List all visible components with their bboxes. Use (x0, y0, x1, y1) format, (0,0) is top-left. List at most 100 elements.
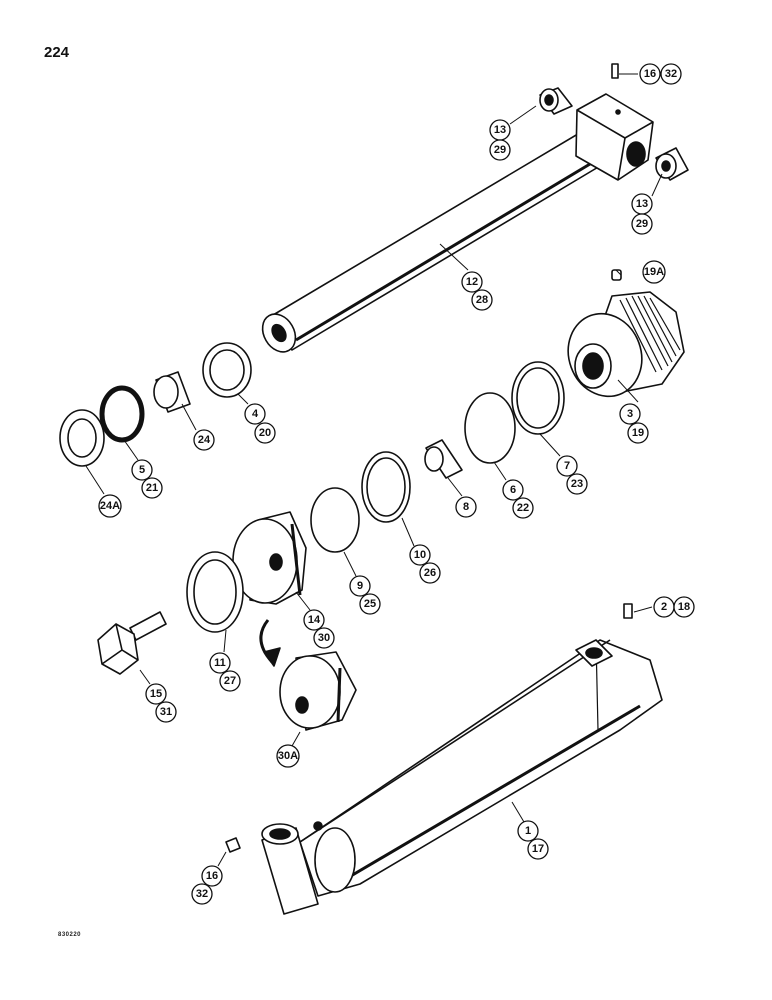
callout-circle (349, 575, 371, 597)
seal-5 (99, 385, 145, 443)
callout-label: 2 (661, 601, 667, 613)
callout-label: 19A (644, 266, 664, 278)
callout-label: 26 (424, 567, 436, 579)
callout-19a: 19A (642, 260, 666, 284)
callout-circle (313, 627, 335, 649)
callout-circle (631, 213, 653, 235)
callout-24a: 24A (98, 494, 122, 518)
washer-24a (59, 409, 105, 467)
callout-label: 31 (160, 706, 172, 718)
callout-circle (303, 609, 325, 631)
callout-circle (145, 683, 167, 705)
callout-12-28: 12 28 (461, 271, 493, 311)
callout-circle (619, 403, 641, 425)
callout-label: 30A (278, 750, 298, 762)
callout-label: 7 (564, 460, 570, 472)
figure-code: 830220 (58, 932, 82, 938)
callout-3-19: 3 19 (619, 403, 649, 444)
callout-label: 4 (252, 408, 259, 420)
callout-circle (419, 562, 441, 584)
callout-label: 16 (206, 870, 218, 882)
cylinder-head (567, 269, 685, 398)
piston-alternate (279, 651, 357, 731)
callout-label: 29 (636, 218, 648, 230)
backup-ring-7 (511, 361, 565, 435)
callout-label: 24 (198, 434, 211, 446)
callout-label: 28 (476, 294, 488, 306)
callout-circle (359, 593, 381, 615)
callout-30a: 30A (276, 744, 300, 768)
callout-2-18: 2 18 (653, 596, 695, 618)
callout-label: 9 (357, 580, 363, 592)
callout-4-20: 420 (244, 403, 276, 444)
callout-9-25: 925 (349, 575, 381, 615)
callout-circle (254, 422, 276, 444)
callout-circle (219, 670, 241, 692)
callout-circle (527, 838, 549, 860)
callout-circle (455, 496, 477, 518)
callout-circle (566, 473, 588, 495)
callout-label: 8 (463, 501, 469, 513)
callout-label: 15 (150, 688, 162, 700)
callout-24: 24 (193, 429, 215, 451)
callout-label: 29 (494, 144, 506, 156)
piston-bolt (97, 611, 167, 675)
callout-circle (512, 497, 534, 519)
callout-circle (660, 63, 682, 85)
callout-8: 8 (455, 496, 477, 518)
callout-label: 18 (678, 601, 690, 613)
callout-circle (98, 494, 122, 518)
callout-label: 32 (196, 888, 208, 900)
callout-label: 24A (100, 500, 120, 512)
callout-label: 27 (224, 675, 236, 687)
callout-circle (193, 429, 215, 451)
wear-ring-11 (186, 551, 244, 633)
callout-1-17: 117 (517, 820, 549, 860)
callout-circle (461, 271, 483, 293)
callout-circle (201, 865, 223, 887)
callout-circle (131, 459, 153, 481)
callout-label: 30 (318, 632, 330, 644)
callout-circle (502, 479, 524, 501)
callout-label: 13 (494, 124, 506, 136)
callout-label: 14 (308, 614, 321, 626)
callout-label: 3 (627, 408, 633, 420)
bleeder-screw (623, 603, 633, 619)
cylinder-tube (261, 639, 663, 915)
callout-circle (642, 260, 666, 284)
callout-label: 10 (414, 549, 426, 561)
callout-circle (517, 820, 539, 842)
callout-label: 5 (139, 464, 145, 476)
callout-label: 13 (636, 198, 648, 210)
callout-label: 22 (517, 502, 529, 514)
bushing-right (655, 147, 689, 181)
callout-10-26: 10 26 (409, 544, 441, 584)
callout-circle (471, 289, 493, 311)
page-number: 224 (44, 44, 70, 61)
callout-circle (244, 403, 266, 425)
backup-ring-10 (361, 451, 411, 523)
callout-circle (556, 455, 578, 477)
callout-label: 25 (364, 598, 376, 610)
callout-label: 17 (532, 843, 544, 855)
callout-circle (627, 422, 649, 444)
callout-label: 21 (146, 482, 158, 494)
bushing-left (539, 87, 573, 115)
piston-rod (261, 63, 654, 353)
callout-label: 12 (466, 276, 478, 288)
callout-6-22: 622 (502, 479, 534, 519)
callout-circle (141, 477, 163, 499)
callout-circle (639, 63, 661, 85)
callout-circle (191, 883, 213, 905)
callout-label: 20 (259, 427, 271, 439)
piston (232, 511, 307, 605)
callout-label: 19 (632, 427, 644, 439)
callout-circle (489, 139, 511, 161)
callout-label: 1 (525, 825, 531, 837)
